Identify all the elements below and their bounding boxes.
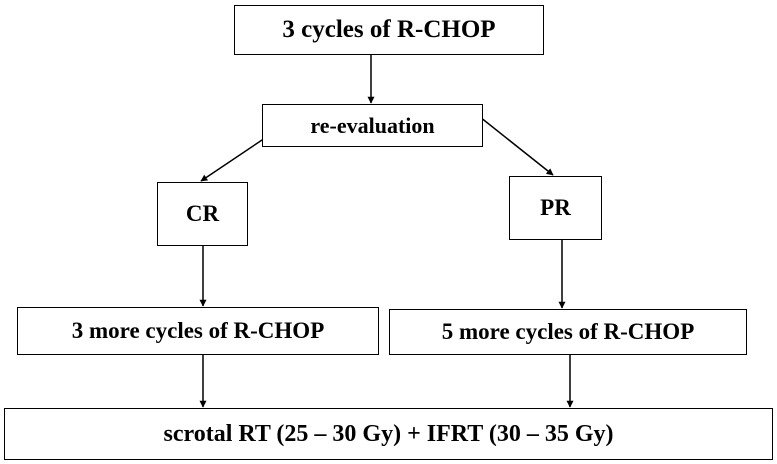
- node-radiotherapy: scrotal RT (25 – 30 Gy) + IFRT (30 – 35 …: [4, 408, 773, 460]
- arrow-reeval-to-cr: [200, 135, 269, 182]
- node-re-evaluation: re-evaluation: [262, 104, 483, 147]
- arrow-reeval-to-pr: [479, 116, 554, 176]
- node-pr-more-cycles: 5 more cycles of R-CHOP: [389, 309, 747, 355]
- node-cr-more-cycles: 3 more cycles of R-CHOP: [17, 307, 379, 355]
- node-complete-response: CR: [157, 182, 248, 246]
- node-initial-r-chop: 3 cycles of R-CHOP: [234, 5, 544, 55]
- node-partial-response: PR: [509, 176, 602, 240]
